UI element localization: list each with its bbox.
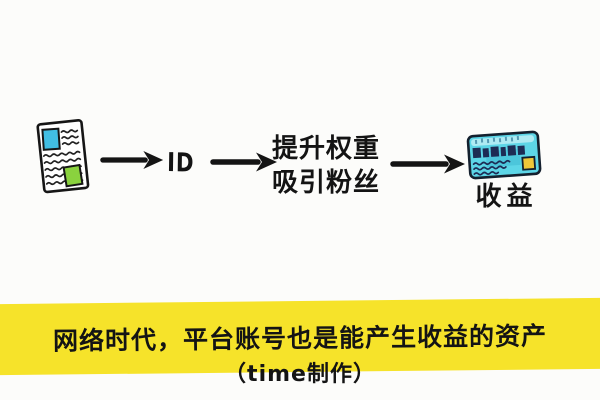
step-text-line2: 吸引粉丝 — [272, 168, 381, 198]
arrow-right-icon — [210, 150, 280, 174]
caption-title: 网络时代，平台账号也是能产生收益的资产 — [52, 320, 548, 356]
bank-card-icon — [464, 126, 544, 182]
step-text-line1: 提升权重 — [272, 134, 381, 164]
arrow-right-icon — [100, 148, 166, 172]
id-label: ID — [166, 148, 195, 179]
arrow-right-icon — [390, 152, 468, 176]
income-label: 收益 — [475, 182, 538, 212]
document-icon — [33, 114, 95, 200]
credit-line: （time制作） — [224, 362, 376, 387]
step-text: 提升权重 吸引粉丝 — [272, 132, 392, 200]
